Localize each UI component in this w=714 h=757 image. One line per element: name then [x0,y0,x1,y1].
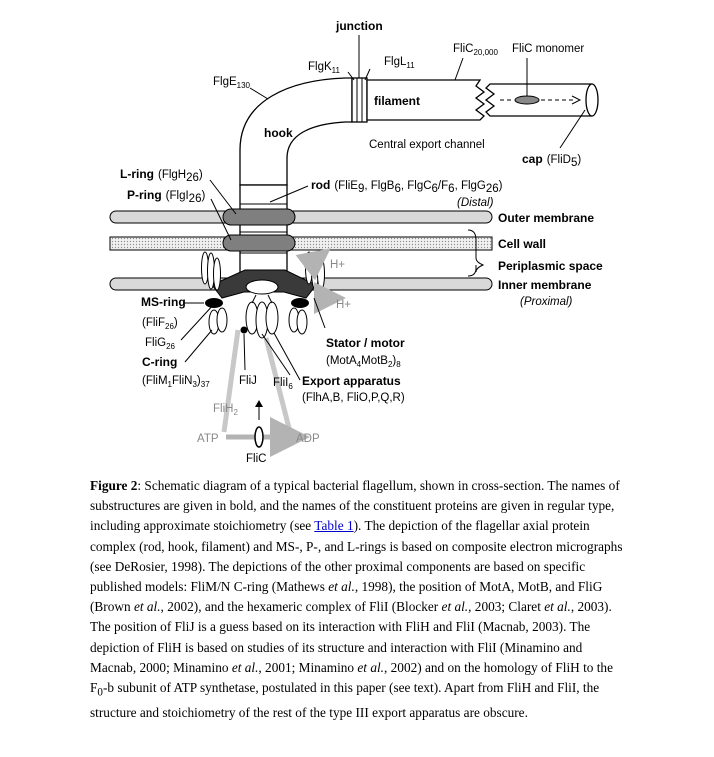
label-stator: Stator / motor [326,336,405,350]
c-ring-right [288,307,308,335]
figure-caption: Figure 2: Schematic diagram of a typical… [90,476,630,723]
label-flih: FliH2 [213,403,238,417]
rod [239,184,288,274]
label-p-ring: P-ring(FlgI26) [127,188,205,205]
caption-text-9: -b subunit of ATP synthetase, postulated… [90,680,600,720]
label-flic-bottom: FliC [246,453,266,465]
flic-export-shape [254,426,264,448]
label-flic-monomer: FliC monomer [512,43,584,55]
label-l-ring: L-ring(FlgH26) [120,167,203,184]
c-ring-left [208,307,228,335]
flij-dot [240,326,248,334]
flic-monomer-shape [514,95,540,105]
caption-text-1: : Schematic diagram of a typical bacteri… [90,478,620,534]
caption-etal: et al. [328,579,355,595]
p-ring-shape [222,234,296,252]
label-filament: filament [374,94,420,108]
label-outer-membrane: Outer membrane [498,211,594,225]
label-inner-membrane: Inner membrane [498,278,592,292]
label-ms-ring-protein: (FliF26) [142,317,178,331]
caption-text-3: , 1998), the position of MotA, MotB, and… [90,579,603,615]
label-periplasmic-space: Periplasmic space [498,259,603,273]
caption-text-7: , 2001; Minamino [258,659,358,675]
label-flge: FlgE130 [213,76,251,90]
caption-text-4: , 2002), and the hexameric complex of Fl… [160,599,442,615]
caption-etal: et al. [357,659,384,675]
label-flii: FliI6 [273,377,293,391]
flagellum-diagram: junction FlgK11 FlgL11 FliC20,000 FliC m… [109,19,603,465]
caption-etal: et al. [133,599,161,615]
caption-etal: et al. [231,659,259,675]
label-flgk: FlgK11 [308,61,341,75]
flig-left [205,298,223,308]
label-hplus-top: H+ [330,259,345,271]
label-central-export-channel: Central export channel [369,139,485,151]
table-1-link[interactable]: Table 1 [314,518,354,534]
label-flgl: FlgL11 [384,56,415,70]
l-ring-shape [222,208,296,226]
caption-text-8: , 2002) and on the homology of FliH to t… [90,659,613,696]
label-cell-wall: Cell wall [498,237,546,251]
cell-wall [109,236,493,251]
caption-etal: et al. [544,599,571,615]
label-rod: rod(FliE9, FlgB6, FlgC6/F6, FlgG26) [311,178,503,195]
label-flig: FliG26 [145,337,176,351]
label-c-ring: C-ring [142,355,177,369]
cap-end [585,83,599,117]
filament-tube [366,79,486,121]
label-c-ring-protein: (FliM1FliN3)37 [142,375,210,389]
flig-right [291,298,309,308]
label-stator-protein: (MotA4MotB2)8 [326,355,401,369]
outer-membrane [109,210,493,224]
label-export-proteins: (FlhA,B, FliO,P,Q,R) [302,392,405,404]
caption-text-5: , 2003; Claret [468,599,545,615]
caption-etal: et al. [441,599,469,615]
label-flic: FliC20,000 [453,43,498,57]
export-apparatus-shape [245,301,279,339]
junction [351,77,368,123]
label-distal: (Distal) [457,197,494,209]
hook-tube [239,77,353,186]
label-flij: FliJ [239,375,257,387]
caption-title: Figure 2 [90,478,138,493]
label-ms-ring: MS-ring [141,295,186,309]
stator-right [305,251,325,291]
label-cap: cap(FliD5) [522,152,581,169]
caption-text-6: , 2003). The position of FliJ is a guess… [90,599,612,675]
label-hplus-bottom: H+ [336,299,351,311]
label-junction: junction [335,19,383,33]
label-atp: ATP [197,433,219,445]
stator-left [201,251,221,291]
caption-subscript: 0 [97,686,103,699]
label-proximal: (Proximal) [520,296,573,308]
label-adp: ADP [296,433,320,445]
label-hook: hook [264,126,293,140]
caption-text-2: ). The depiction of the flagellar axial … [90,518,623,595]
label-export-apparatus: Export apparatus [302,374,401,388]
